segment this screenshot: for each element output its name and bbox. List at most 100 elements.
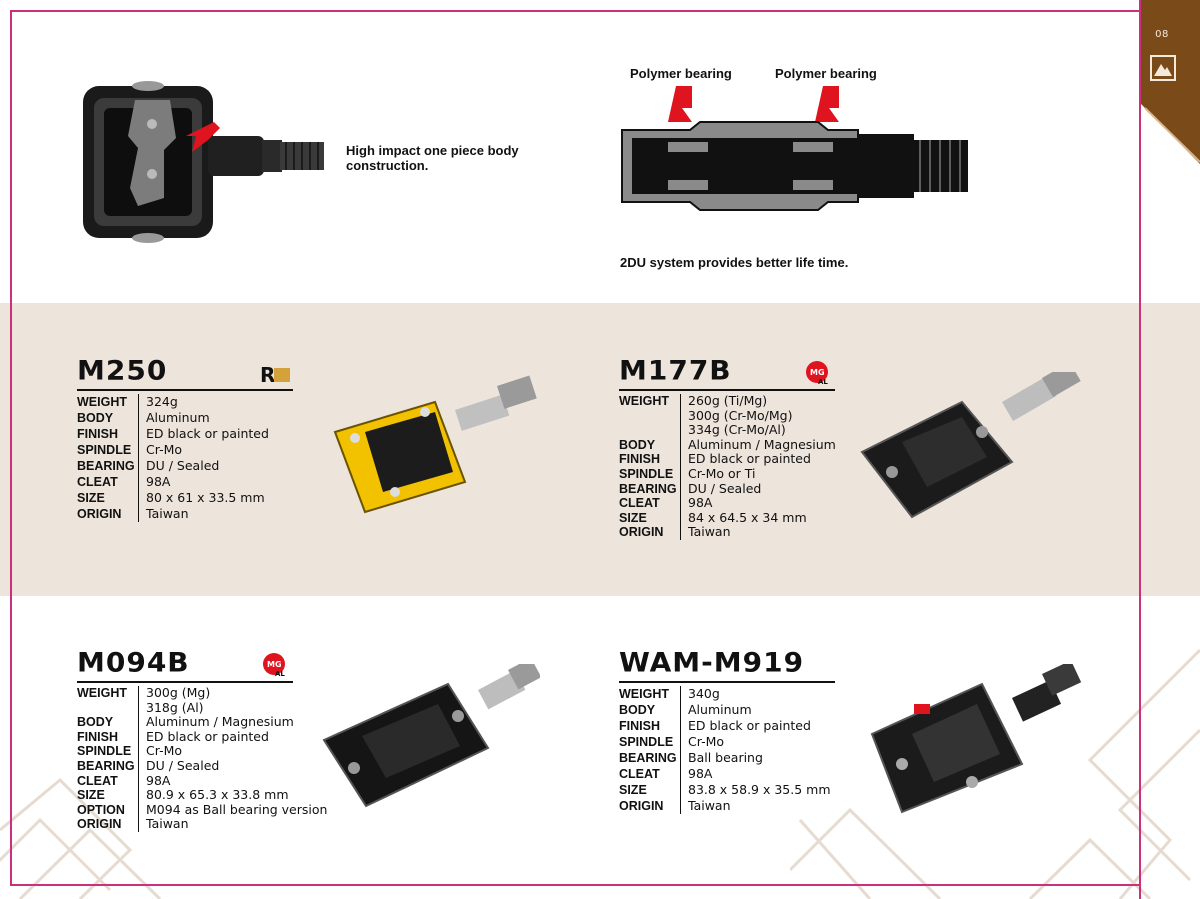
spec-value: 334g (Cr-Mo/Al) <box>688 422 786 438</box>
mg-al-logo-badge: MG AL <box>263 653 285 678</box>
spec-key: FINISH <box>619 718 681 734</box>
spec-value: ED black or painted <box>146 728 269 744</box>
spec-value: Taiwan <box>146 506 189 521</box>
spec-value: Cr-Mo or Ti <box>688 465 756 481</box>
spec-value: 98A <box>688 495 713 511</box>
spec-key: BODY <box>77 715 139 730</box>
spec-value: 98A <box>146 772 171 788</box>
spec-value: 84 x 64.5 x 34 mm <box>688 509 807 525</box>
model-rule <box>77 389 293 391</box>
frame-right <box>1139 0 1141 899</box>
model-name: WAM-M919 <box>619 646 805 679</box>
spec-value: 80 x 61 x 33.5 mm <box>146 490 265 505</box>
spec-key: SPINDLE <box>619 466 681 482</box>
al-logo-text: AL <box>275 670 285 678</box>
frame-top <box>10 10 1141 12</box>
spec-key: BODY <box>619 702 681 718</box>
spec-value: 300g (Mg) <box>146 685 211 700</box>
spec-value: M094 as Ball bearing version <box>146 801 328 817</box>
page-tab <box>1141 0 1200 164</box>
spec-key: SIZE <box>619 510 681 526</box>
spec-value: ED black or painted <box>688 451 811 467</box>
mg-logo-text: MG <box>810 368 825 377</box>
m094b-pedal-image <box>322 664 540 808</box>
rd-logo-badge: R <box>260 363 290 386</box>
model-name: M250 <box>77 354 168 387</box>
spec-key: SIZE <box>619 782 681 798</box>
mountain-icon <box>1150 55 1176 81</box>
spec-value: Cr-Mo <box>146 442 183 457</box>
spec-value: 324g <box>146 394 178 409</box>
spec-key: BEARING <box>619 481 681 497</box>
spec-key: SPINDLE <box>619 734 681 750</box>
mg-al-logo-badge: MG AL <box>806 361 828 386</box>
spec-key: FINISH <box>77 729 139 745</box>
spec-value: Cr-Mo <box>688 734 725 749</box>
spec-value: 340g <box>688 686 720 701</box>
spec-key: ORIGIN <box>77 817 139 832</box>
spec-value: Taiwan <box>146 816 189 832</box>
spec-value: DU / Sealed <box>146 757 220 773</box>
spec-key: BODY <box>77 410 139 426</box>
model-rule <box>619 681 835 683</box>
spec-key: WEIGHT <box>77 394 139 410</box>
model-rule <box>77 681 293 683</box>
spec-key: BEARING <box>77 458 139 474</box>
system-caption: 2DU system provides better life time. <box>620 255 849 270</box>
spec-key: SPINDLE <box>77 744 139 759</box>
rd-logo-letter: R <box>260 363 275 386</box>
spec-key: BEARING <box>77 758 139 774</box>
spec-key: SIZE <box>77 788 139 803</box>
spec-value: Aluminum / Magnesium <box>146 714 294 730</box>
spec-key: CLEAT <box>77 474 139 490</box>
al-logo-text: AL <box>818 378 828 386</box>
spec-value: DU / Sealed <box>688 480 762 496</box>
body-construction-caption: High impact one piece body construction. <box>346 143 519 173</box>
spec-value: 260g (Ti/Mg) <box>688 393 768 408</box>
bearing-label-right: Polymer bearing <box>775 66 877 81</box>
spec-value: 318g (Al) <box>146 699 204 715</box>
spec-key: FINISH <box>619 452 681 467</box>
page-number: 08 <box>1155 29 1169 40</box>
spec-key: CLEAT <box>619 496 681 511</box>
spec-value: 83.8 x 58.9 x 35.5 mm <box>688 782 831 797</box>
spec-value: ED black or painted <box>688 718 811 733</box>
m177b-pedal-image <box>860 372 1081 519</box>
spec-key: WEIGHT <box>619 394 681 438</box>
m250-pedal-image <box>333 375 537 514</box>
model-name: M094B <box>77 646 190 679</box>
spec-key: FINISH <box>77 426 139 442</box>
spec-key: BEARING <box>619 750 681 766</box>
spec-value: Taiwan <box>688 524 731 540</box>
spec-value: Aluminum / Magnesium <box>688 436 836 452</box>
frame-left <box>10 10 12 886</box>
spec-key: SIZE <box>77 490 139 506</box>
spec-value: Taiwan <box>688 798 731 813</box>
model-name: M177B <box>619 354 732 387</box>
spec-key: CLEAT <box>619 766 681 782</box>
spec-value: Cr-Mo <box>146 743 183 759</box>
spec-key: OPTION <box>77 802 139 818</box>
bearing-cross-section-diagram <box>621 86 968 211</box>
spec-key: ORIGIN <box>619 798 681 814</box>
spec-key: BODY <box>619 437 681 453</box>
spec-key: ORIGIN <box>77 506 139 522</box>
bearing-label-left: Polymer bearing <box>630 66 732 81</box>
spec-key: WEIGHT <box>77 686 139 716</box>
wam-m919-pedal-image <box>870 664 1082 814</box>
pedal-body-image <box>83 81 324 243</box>
spec-value: Aluminum <box>688 702 752 717</box>
spec-key: WEIGHT <box>619 686 681 702</box>
spec-value: 98A <box>688 766 713 781</box>
product-m094b: M094B WEIGHT 300g (Mg)318g (Al) BODY Alumin… <box>77 647 327 832</box>
mg-logo-text: MG <box>267 660 282 669</box>
model-rule <box>619 389 835 391</box>
spec-key: SPINDLE <box>77 442 139 458</box>
spec-key: CLEAT <box>77 773 139 789</box>
